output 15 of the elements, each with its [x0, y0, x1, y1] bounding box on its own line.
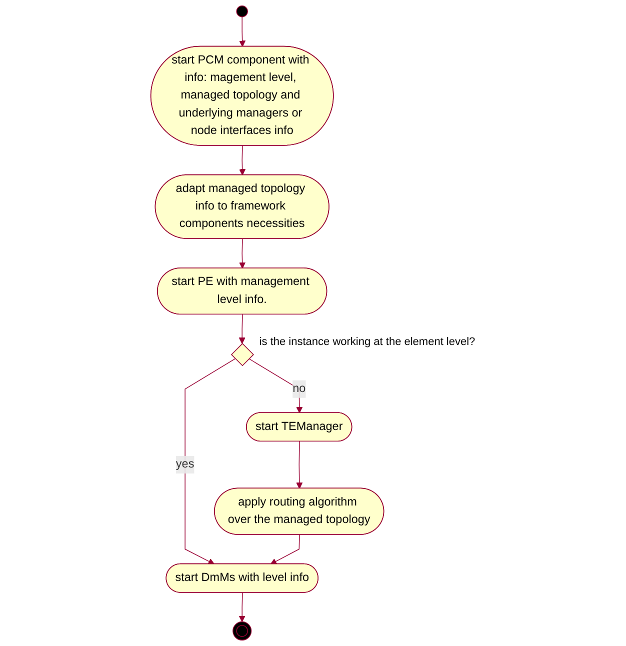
arrow	[238, 314, 246, 344]
node-diamond	[230, 343, 254, 366]
edge-label: no	[292, 382, 306, 395]
node-circle	[232, 621, 252, 640]
arrow	[248, 358, 303, 414]
arrow	[238, 592, 246, 622]
arrow	[239, 238, 246, 269]
arrow	[270, 534, 300, 564]
arrow	[296, 441, 303, 489]
arrow	[239, 16, 246, 47]
condition-label: is the instance working at the element level?	[259, 336, 476, 348]
arrow	[239, 145, 246, 176]
arrow	[184, 358, 236, 564]
edge-label: yes	[176, 458, 194, 471]
node-circle	[236, 6, 248, 18]
